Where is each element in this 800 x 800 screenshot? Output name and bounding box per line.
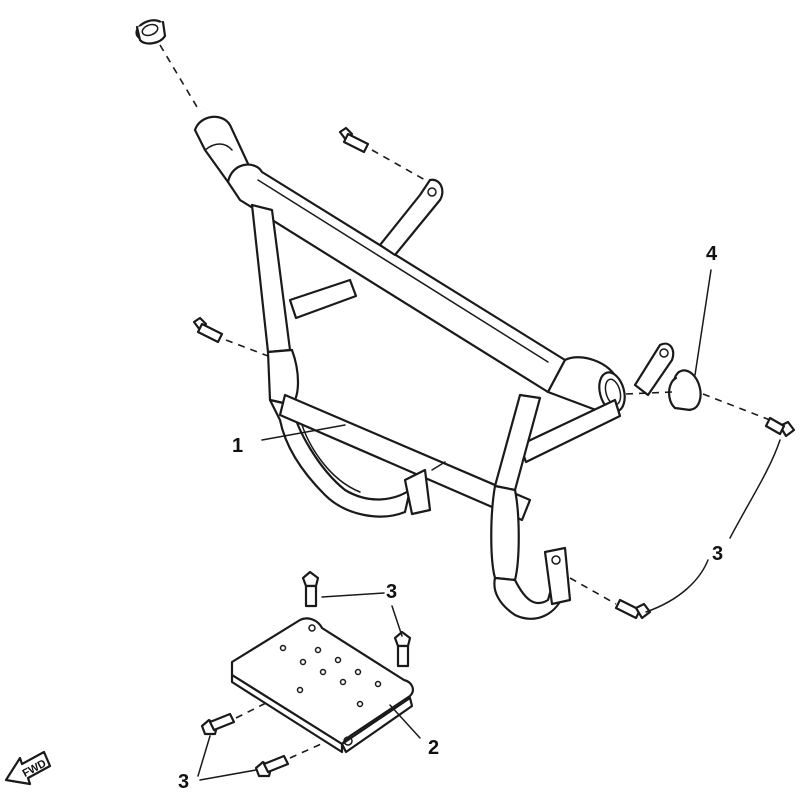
bolt-left	[192, 316, 224, 344]
dash-plate-bolt-1	[235, 701, 269, 719]
leader-3-plate-right	[391, 605, 403, 637]
leader-3-bottom-1	[197, 735, 211, 777]
bolt-lower-right	[614, 598, 652, 620]
leader-2	[389, 704, 421, 739]
dash-top-cap	[159, 44, 201, 113]
top-end-cap	[135, 19, 167, 45]
leader-3-bottom-2	[199, 769, 257, 781]
callout-2: 2	[428, 737, 439, 759]
bolt-top	[338, 126, 370, 154]
leader-1	[261, 424, 346, 441]
callout-3-plate-bottom: 3	[178, 771, 189, 793]
bolt-plate-top-right	[393, 630, 412, 668]
bolt-plate-bottom-1	[200, 712, 236, 736]
dash-lower-right	[569, 577, 617, 605]
forward-arrow-icon: FWD	[4, 750, 52, 786]
dash-right-bolt	[702, 393, 771, 421]
callout-3-plate-top: 3	[386, 581, 397, 603]
leader-4	[694, 269, 712, 376]
callout-1: 1	[232, 435, 243, 457]
bolt-right	[764, 416, 796, 438]
dash-top-bolt	[371, 149, 426, 181]
bolt-plate-bottom-2	[254, 754, 290, 778]
end-cap-4	[668, 369, 702, 412]
leader-3-lower-right	[645, 559, 709, 613]
leader-3-right-bolt	[729, 439, 781, 539]
leader-3-plate-top	[321, 592, 385, 598]
callout-3-right: 3	[712, 543, 723, 565]
mount-plate	[230, 617, 414, 754]
bumper-frame	[193, 115, 675, 620]
bolt-plate-top-left	[301, 570, 320, 608]
fwd-label: FWD	[21, 758, 49, 780]
dash-left-bolt	[225, 339, 269, 357]
dash-plate-bolt-2	[289, 739, 331, 759]
callout-4: 4	[706, 243, 718, 265]
